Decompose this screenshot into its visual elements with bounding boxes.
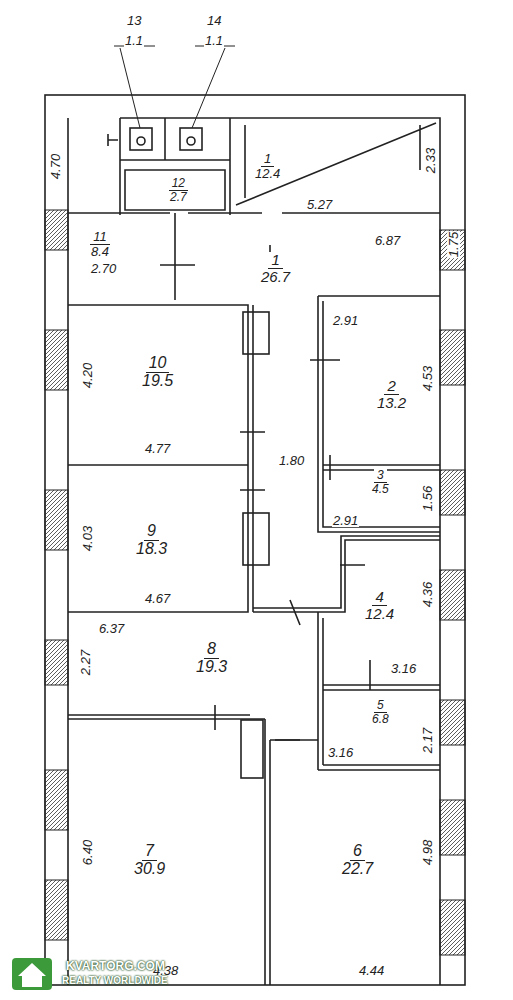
watermark: REALTY WORLDWIDE: [61, 976, 169, 986]
dimension: 3.16: [327, 746, 354, 759]
room-area: 19.5: [139, 373, 176, 390]
room-area: 18.3: [133, 541, 170, 558]
dimension: 2.33: [424, 147, 437, 174]
dimension: 1.75: [447, 231, 460, 258]
dimension: 4.53: [421, 365, 434, 392]
dimension: 4.67: [144, 592, 171, 605]
room-number: 8: [204, 641, 219, 659]
dimension: 6.37: [98, 622, 125, 635]
dimension: 2.91: [332, 514, 359, 527]
room: 118.4: [88, 230, 112, 258]
dimension: 1.80: [278, 454, 305, 467]
dimension: 4.44: [358, 964, 385, 977]
room-number: 1: [261, 152, 274, 167]
room-area: 19.3: [193, 659, 230, 676]
room: 126.7: [258, 252, 293, 285]
dimension: 3.16: [390, 662, 417, 675]
room-number: 9: [144, 523, 159, 541]
room-number: 12: [169, 177, 188, 191]
room: 56.8: [369, 699, 392, 725]
room-area: 4.5: [369, 483, 392, 496]
room-number: 3: [374, 469, 387, 483]
callout-number: 1.1: [204, 34, 224, 47]
room-number: 2: [384, 378, 398, 395]
room: 819.3: [193, 641, 230, 676]
room-area: 30.9: [131, 861, 168, 878]
dimension: 4.03: [81, 525, 94, 552]
logo-badge: [12, 958, 52, 990]
room-area: 13.2: [374, 395, 409, 411]
room-area: 22.7: [339, 861, 376, 878]
dimension: 4.70: [49, 153, 62, 180]
room: 112.4: [252, 152, 283, 180]
room-area: 6.8: [369, 713, 392, 726]
room: 730.9: [131, 843, 168, 878]
room: 34.5: [369, 469, 392, 495]
room-number: 4: [372, 589, 386, 606]
dimension: 2.17: [421, 727, 434, 754]
room-number: 10: [146, 355, 170, 373]
dimension: 2.27: [79, 649, 92, 676]
room-area: 12.4: [252, 167, 283, 181]
room-number: 7: [142, 843, 157, 861]
dimension: 4.20: [81, 362, 94, 389]
dimension: 1.56: [421, 485, 434, 512]
room-number: 1: [268, 252, 282, 269]
callout-number: 1.1: [124, 34, 144, 47]
room-area: 8.4: [88, 245, 112, 259]
dimension: 6.87: [374, 234, 401, 247]
dimension: 5.27: [306, 198, 333, 211]
room-area: 2.7: [167, 191, 190, 204]
room: 918.3: [133, 523, 170, 558]
dimension: 6.40: [81, 839, 94, 866]
dimension: 4.77: [144, 442, 171, 455]
room: 122.7: [167, 177, 190, 203]
dimension: 4.98: [421, 839, 434, 866]
room-area: 12.4: [362, 606, 397, 622]
room: 1019.5: [139, 355, 176, 390]
room: 622.7: [339, 843, 376, 878]
dimension: 4.36: [421, 581, 434, 608]
watermark: KVARTORG.COM: [65, 960, 166, 972]
room-number: 11: [90, 230, 110, 245]
room-number: 6: [350, 843, 365, 861]
room-number: 5: [374, 699, 387, 713]
room: 412.4: [362, 589, 397, 622]
dimension: 2.91: [332, 314, 359, 327]
callout-number: 14: [206, 14, 222, 27]
room-area: 26.7: [258, 269, 293, 285]
callout-number: 13: [126, 14, 142, 27]
room: 213.2: [374, 378, 409, 411]
dimension: 2.70: [90, 262, 117, 275]
